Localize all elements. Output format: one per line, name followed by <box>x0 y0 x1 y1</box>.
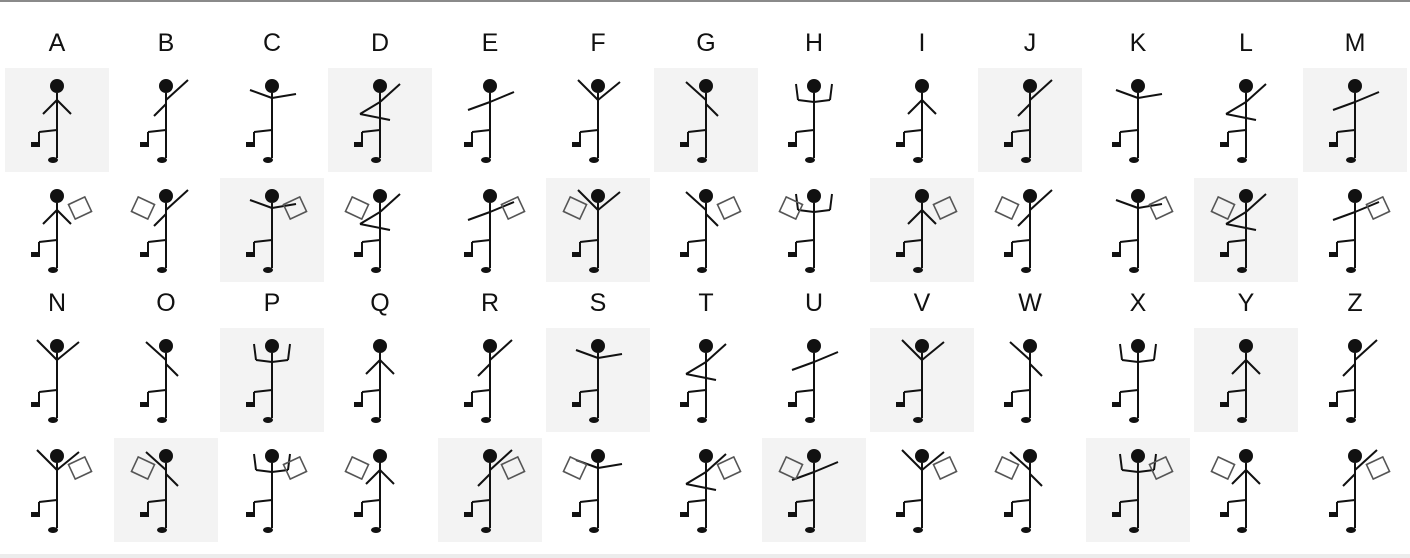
letter-label-z: Z <box>1347 289 1363 317</box>
stick-figure-with-flag-icon-h <box>764 180 864 280</box>
stick-figure-icon-a <box>7 70 107 170</box>
stick-figure-icon-l <box>1196 70 1296 170</box>
stick-figure-with-flag-icon-t <box>656 440 756 540</box>
stick-figure-icon-c <box>222 70 322 170</box>
stick-figure-icon-s <box>548 330 648 430</box>
stick-figure-with-flag-icon-n <box>7 440 107 540</box>
top-border <box>0 0 1410 2</box>
letter-label-x: X <box>1129 289 1147 317</box>
stick-figure-with-flag-icon-z <box>1305 440 1405 540</box>
stick-figure-icon-r <box>440 330 540 430</box>
stick-figure-icon-g <box>656 70 756 170</box>
letter-label-e: E <box>481 29 499 57</box>
letter-label-w: W <box>1018 289 1042 317</box>
stick-figure-with-flag-icon-u <box>764 440 864 540</box>
letter-label-h: H <box>804 29 824 57</box>
letter-label-t: T <box>698 289 714 317</box>
stick-figure-icon-q <box>330 330 430 430</box>
bottom-border <box>0 554 1410 558</box>
letter-label-y: Y <box>1237 289 1255 317</box>
stick-figure-with-flag-icon-o <box>116 440 216 540</box>
stick-figure-with-flag-icon-p <box>222 440 322 540</box>
stick-figure-icon-d <box>330 70 430 170</box>
letter-label-v: V <box>913 289 931 317</box>
stick-figure-icon-p <box>222 330 322 430</box>
stick-figure-with-flag-icon-l <box>1196 180 1296 280</box>
stick-figure-with-flag-icon-b <box>116 180 216 280</box>
stick-figure-icon-b <box>116 70 216 170</box>
stick-figure-with-flag-icon-e <box>440 180 540 280</box>
stick-figure-icon-i <box>872 70 972 170</box>
stick-figure-with-flag-icon-r <box>440 440 540 540</box>
letter-label-p: P <box>263 289 281 317</box>
letter-label-b: B <box>157 29 175 57</box>
stick-figure-with-flag-icon-i <box>872 180 972 280</box>
letter-label-n: N <box>47 289 67 317</box>
letter-label-k: K <box>1129 29 1147 57</box>
stick-figure-with-flag-icon-d <box>330 180 430 280</box>
stick-figure-with-flag-icon-v <box>872 440 972 540</box>
stick-figure-with-flag-icon-a <box>7 180 107 280</box>
letter-label-a: A <box>48 29 66 57</box>
letter-label-j: J <box>1023 29 1037 57</box>
stick-figure-with-flag-icon-g <box>656 180 756 280</box>
letter-label-d: D <box>370 29 390 57</box>
stick-figure-icon-e <box>440 70 540 170</box>
stick-figure-icon-f <box>548 70 648 170</box>
letter-label-i: I <box>918 29 926 57</box>
stick-figure-with-flag-icon-s <box>548 440 648 540</box>
stick-figure-icon-y <box>1196 330 1296 430</box>
stick-figure-icon-m <box>1305 70 1405 170</box>
stick-figure-icon-v <box>872 330 972 430</box>
letter-label-c: C <box>262 29 282 57</box>
letter-label-f: F <box>590 29 606 57</box>
letter-label-q: Q <box>370 289 390 317</box>
stick-figure-with-flag-icon-k <box>1088 180 1188 280</box>
stick-figure-with-flag-icon-m <box>1305 180 1405 280</box>
stick-figure-icon-j <box>980 70 1080 170</box>
stick-figure-with-flag-icon-f <box>548 180 648 280</box>
stick-figure-icon-n <box>7 330 107 430</box>
stick-figure-icon-z <box>1305 330 1405 430</box>
stick-figure-icon-x <box>1088 330 1188 430</box>
stick-figure-with-flag-icon-q <box>330 440 430 540</box>
stick-figure-icon-k <box>1088 70 1188 170</box>
stick-figure-icon-o <box>116 330 216 430</box>
letter-label-u: U <box>804 289 824 317</box>
letter-label-l: L <box>1239 29 1253 57</box>
letter-label-s: S <box>589 289 607 317</box>
stick-figure-with-flag-icon-j <box>980 180 1080 280</box>
letter-label-r: R <box>480 289 500 317</box>
stick-figure-icon-t <box>656 330 756 430</box>
stick-figure-with-flag-icon-c <box>222 180 322 280</box>
letter-label-m: M <box>1344 29 1366 57</box>
stick-figure-icon-h <box>764 70 864 170</box>
stick-figure-with-flag-icon-y <box>1196 440 1296 540</box>
stick-figure-icon-w <box>980 330 1080 430</box>
letter-label-o: O <box>156 289 176 317</box>
stick-figure-icon-u <box>764 330 864 430</box>
letter-label-g: G <box>696 29 716 57</box>
stick-figure-with-flag-icon-x <box>1088 440 1188 540</box>
stick-figure-with-flag-icon-w <box>980 440 1080 540</box>
